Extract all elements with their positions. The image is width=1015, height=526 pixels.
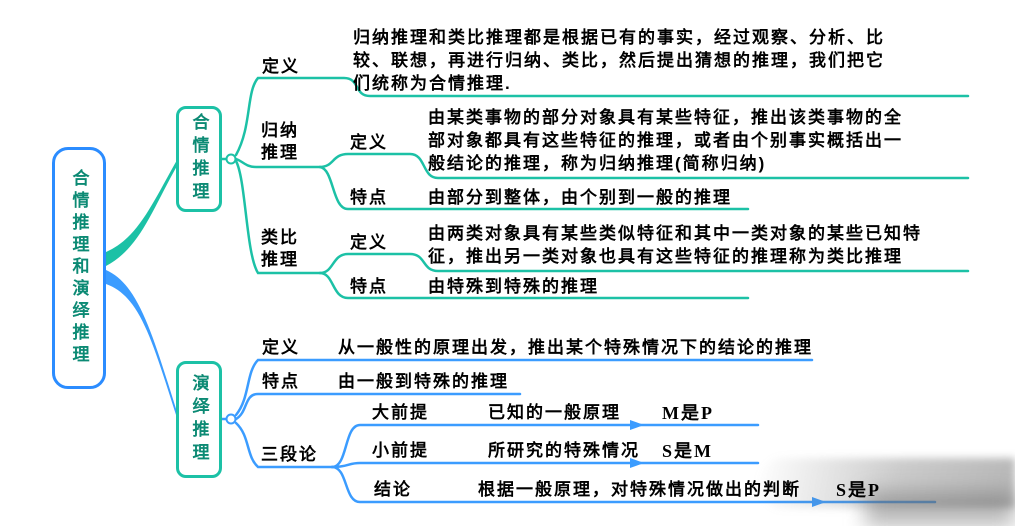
analogical-definition-label: 定义 [350, 233, 388, 252]
syllogism-major-formula: M是P [662, 403, 714, 423]
deductive-feature-text: 由一般到特殊的推理 [338, 372, 509, 391]
analogical-definition-text: 由两类对象具有某些类似特征和其中一类对象的某些已知特征，推出另一类对象也具有这些… [428, 224, 922, 266]
watermark-corner [865, 492, 1015, 526]
node-plausible-label: 合情推理 [189, 113, 209, 205]
analogical-feature-text: 由特殊到特殊的推理 [428, 277, 599, 296]
syllogism-major-text: 已知的一般原理 [488, 403, 621, 422]
arrow-icon [630, 420, 644, 430]
node-deductive-reasoning: 演绎推理 [176, 361, 222, 478]
analogical-feature-label: 特点 [350, 277, 388, 296]
syllogism-minor-text: 所研究的特殊情况 [488, 441, 640, 460]
node-deductive-label: 演绎推理 [189, 373, 209, 466]
syllogism-major-label: 大前提 [372, 403, 429, 422]
root-branches [106, 160, 177, 418]
plausible-definition-label: 定义 [262, 57, 300, 76]
deductive-definition-label: 定义 [262, 338, 300, 357]
plausible-definition-text: 归纳推理和类比推理都是根据已有的事实，经过观察、分析、比较、联想，再进行归纳、类… [353, 28, 885, 93]
line-syllogism-minor [330, 461, 760, 469]
syllogism-conclusion-formula: S是P [836, 480, 882, 500]
root-node-label: 合情推理和演绎推理 [69, 169, 89, 367]
inductive-definition-label: 定义 [350, 133, 388, 152]
syllogism-conclusion-label: 结论 [374, 480, 412, 499]
root-node: 合情推理和演绎推理 [52, 147, 106, 389]
collapse-dot-deductive [225, 413, 237, 425]
node-analogical-label: 类比推理 [261, 228, 299, 269]
syllogism-minor-formula: S是M [662, 441, 713, 461]
line-root-to-plausible [106, 160, 177, 266]
node-syllogism-label: 三段论 [261, 445, 318, 464]
syllogism-minor-label: 小前提 [372, 441, 429, 460]
deductive-feature-label: 特点 [262, 372, 300, 391]
deductive-definition-text: 从一般性的原理出发，推出某个特殊情况下的结论的推理 [338, 338, 813, 357]
syllogism-conclusion-text: 根据一般原理，对特殊情况做出的判断 [478, 480, 801, 499]
collapse-dot-plausible [225, 153, 237, 165]
inductive-definition-text: 由某类事物的部分对象具有某些特征，推出该类事物的全部对象都具有这些特征的推理，或… [428, 108, 903, 173]
node-inductive-label: 归纳推理 [261, 121, 299, 162]
line-root-to-deductive [106, 270, 177, 418]
inductive-feature-text: 由部分到整体，由个别到一般的推理 [428, 188, 732, 207]
node-plausible-reasoning: 合情推理 [176, 106, 222, 212]
inductive-feature-label: 特点 [350, 188, 388, 207]
